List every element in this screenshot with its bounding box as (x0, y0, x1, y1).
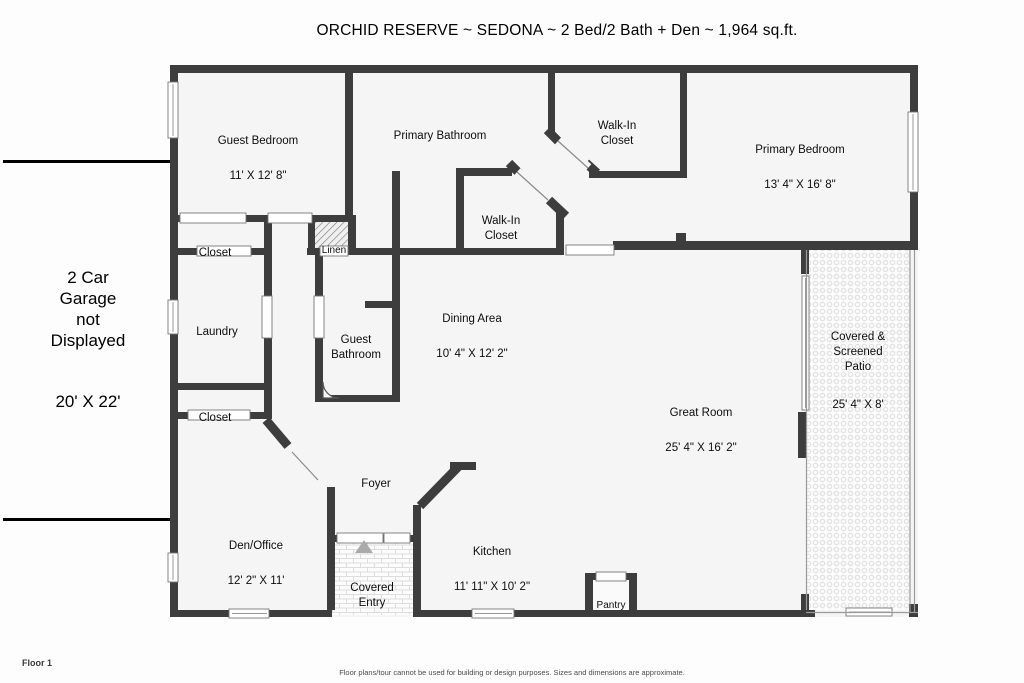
room-name: Closet (198, 247, 232, 259)
room-label-primary-bedroom: Primary Bedroom 13' 4" X 16' 8" (755, 128, 844, 208)
room-label-closet-hall: Closet (199, 396, 232, 441)
disclaimer-text: Floor plans/tour cannot be used for buil… (339, 668, 685, 677)
floor-label: Floor 1 (22, 658, 53, 668)
room-name: Kitchen (472, 546, 512, 558)
covered-entry-texture (332, 537, 413, 615)
room-dims: 25' 4" X 16' 2" (665, 442, 737, 454)
room-name: Laundry (196, 326, 238, 338)
room-dims: 12' 2" X 11' (227, 575, 285, 587)
room-label-foyer: Foyer (361, 462, 390, 507)
room-name: Den/Office (228, 540, 284, 552)
room-label-linen: Linen (322, 233, 346, 269)
room-name: Guest Bathroom (331, 334, 381, 361)
patio-screen-lines (805, 250, 918, 614)
room-label-covered-entry: Covered Entry (350, 566, 393, 626)
room-name: Primary Bedroom (755, 144, 845, 156)
patio-texture (806, 250, 910, 610)
plan-title: ORCHID RESERVE ~ SEDONA ~ 2 Bed/2 Bath +… (316, 22, 798, 39)
room-name: Great Room (669, 407, 733, 419)
room-label-great-room: Great Room 25' 4" X 16' 2" (665, 391, 736, 471)
room-label-guest-bathroom: Guest Bathroom (331, 318, 381, 378)
room-name: Covered Entry (350, 582, 394, 609)
room-name: Linen (321, 245, 347, 256)
room-name: Dining Area (442, 313, 502, 325)
room-label-primary-bathroom: Primary Bathroom (394, 114, 487, 159)
room-label-den-office: Den/Office 12' 2" X 11' (228, 524, 285, 604)
garage-note-dims: 20' X 22' (55, 392, 121, 411)
diagonal-doors (288, 137, 592, 484)
room-name: Primary Bathroom (393, 130, 487, 142)
room-name: Closet (198, 412, 232, 424)
room-dims: 10' 4" X 12' 2" (436, 348, 508, 360)
linen-texture (315, 222, 348, 250)
floor-areas (170, 65, 918, 617)
room-label-pantry: Pantry (597, 588, 626, 624)
room-name: Guest Bedroom (217, 135, 299, 147)
room-name: Foyer (361, 478, 391, 490)
entry-arrow-icon (355, 540, 373, 553)
garage-note: 2 Car Garage not Displayed 20' X 22' (51, 246, 126, 433)
room-dims: 13' 4" X 16' 8" (764, 179, 836, 191)
garage-boundary-line-top (3, 160, 170, 163)
garage-note-text: 2 Car Garage not Displayed (50, 268, 126, 350)
room-label-laundry: Laundry (196, 310, 238, 355)
room-name: Walk-In Closet (481, 215, 521, 242)
room-name: Walk-In Closet (597, 120, 637, 147)
bathroom-corner-shape (322, 381, 340, 399)
room-label-walk-in-closet-primary: Walk-In Closet (598, 104, 637, 164)
room-dims: 11' X 12' 8" (229, 170, 287, 182)
room-label-patio: Covered & Screened Patio 25' 4" X 8' (831, 315, 885, 428)
room-name: Covered & Screened Patio (830, 331, 886, 373)
room-dims: 11' 11" X 10' 2" (453, 581, 531, 593)
room-label-guest-bedroom: Guest Bedroom 11' X 12' 8" (218, 119, 299, 199)
room-label-kitchen: Kitchen 11' 11" X 10' 2" (454, 530, 530, 610)
room-label-dining-area: Dining Area 10' 4" X 12' 2" (436, 297, 507, 377)
room-dims: 25' 4" X 8' (832, 399, 884, 411)
garage-boundary-line-bottom (3, 518, 170, 521)
room-name: Pantry (596, 600, 626, 611)
room-label-walk-in-closet-hall: Walk-In Closet (482, 199, 521, 259)
room-label-closet-guest: Closet (199, 231, 232, 276)
